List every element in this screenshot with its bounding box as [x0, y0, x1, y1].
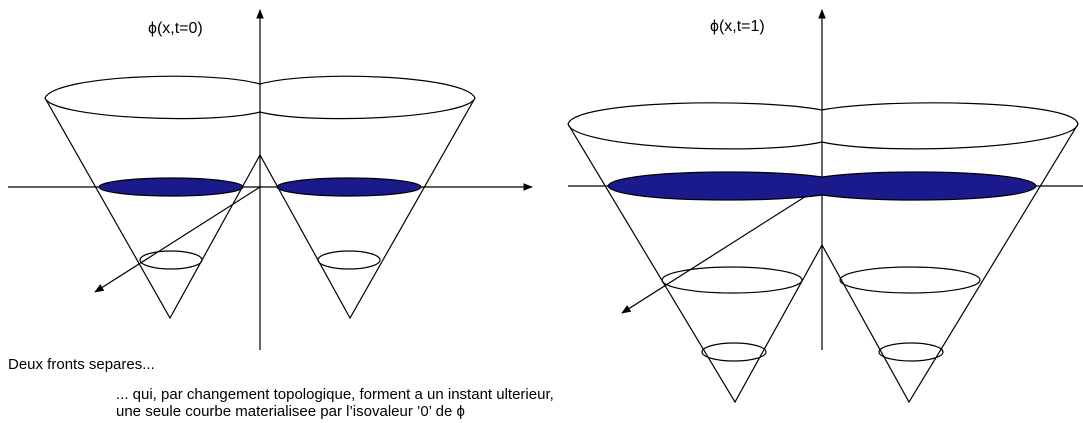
caption-line-1: Deux fronts separes...	[8, 356, 155, 373]
right-zero-level	[607, 171, 1037, 201]
left-lower-ellipse-1	[139, 250, 203, 270]
left-zero-level-2	[276, 177, 422, 197]
right-top-contour	[567, 102, 1079, 150]
left-zero-level-1	[98, 177, 244, 197]
right-depth-axis	[621, 185, 823, 314]
caption-line-2: ... qui, par changement topologique, for…	[116, 386, 554, 403]
caption-line-3: une seule courbe materialisee par l’isov…	[116, 403, 465, 420]
left-panel	[8, 9, 533, 350]
left-depth-axis	[94, 186, 261, 293]
right-lower-ellipse-4	[878, 342, 944, 362]
left-panel-title: ϕ(x,t=0)	[148, 20, 203, 37]
right-panel	[567, 9, 1083, 404]
left-cone-left	[44, 97, 476, 320]
right-lower-ellipse-3	[701, 342, 767, 362]
right-cone	[567, 123, 1079, 404]
left-lower-ellipse-2	[317, 250, 381, 270]
right-lower-ellipse-2	[839, 266, 981, 294]
right-lower-ellipse-1	[661, 266, 803, 294]
right-panel-title: ϕ(x,t=1)	[710, 18, 765, 35]
